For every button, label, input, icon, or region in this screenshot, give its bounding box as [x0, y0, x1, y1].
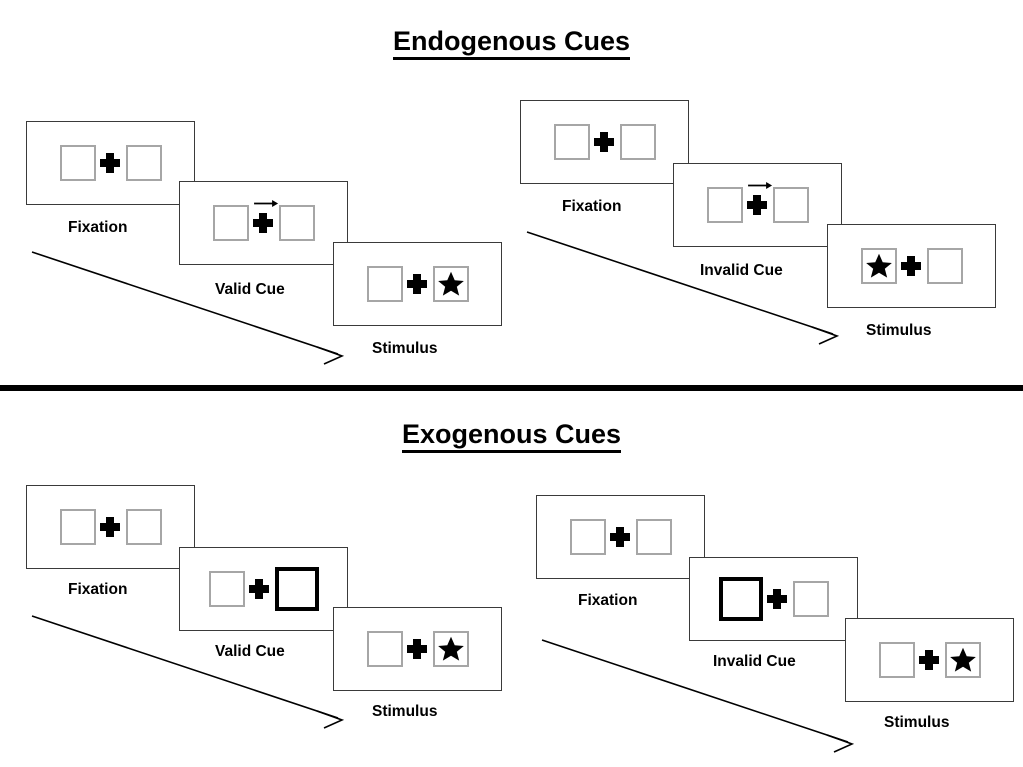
- star-icon: [865, 253, 892, 278]
- flow-arrow-endogenous-valid: [31, 251, 345, 365]
- plus-icon: [590, 130, 620, 154]
- square-left-cued: [718, 577, 763, 621]
- plus-icon: [763, 587, 793, 611]
- star-icon: [437, 636, 464, 661]
- arrow-right-icon: [253, 200, 278, 207]
- caption-exogenous-valid-cue: Valid Cue: [215, 643, 285, 660]
- panel-endogenous-invalid-cue[interactable]: [673, 163, 842, 247]
- caption-endogenous-invalid-fixation: Fixation: [562, 198, 622, 215]
- panel-exogenous-invalid-cue[interactable]: [689, 557, 858, 641]
- plus-icon: [96, 515, 126, 539]
- caption-endogenous-valid-stimulus: Stimulus: [372, 340, 438, 357]
- panel-endogenous-valid-stimulus[interactable]: [333, 242, 502, 326]
- panel-endogenous-invalid-stimulus[interactable]: [827, 224, 996, 308]
- caption-exogenous-invalid-stimulus: Stimulus: [884, 714, 950, 731]
- section-title-exogenous-text: Exogenous Cues: [401, 419, 622, 453]
- square-right: [278, 205, 315, 241]
- section-title-endogenous-text: Endogenous Cues: [392, 26, 630, 60]
- square-right: [944, 642, 981, 678]
- star-icon: [437, 271, 464, 296]
- caption-endogenous-invalid-stimulus: Stimulus: [866, 322, 932, 339]
- square-right: [432, 266, 469, 302]
- plus-icon: [915, 648, 945, 672]
- square-right-cued: [274, 567, 319, 611]
- square-left: [59, 145, 96, 181]
- square-left: [878, 642, 915, 678]
- square-right: [926, 248, 963, 284]
- flow-arrow-exogenous-invalid: [541, 639, 855, 753]
- square-right: [125, 145, 162, 181]
- square-left: [212, 205, 249, 241]
- square-right: [772, 187, 809, 223]
- flow-arrow-endogenous-invalid: [526, 231, 840, 345]
- plus-icon: [606, 525, 636, 549]
- caption-endogenous-invalid-cue: Invalid Cue: [700, 262, 783, 279]
- caption-exogenous-valid-stimulus: Stimulus: [372, 703, 438, 720]
- plus-icon: [245, 577, 275, 601]
- panel-content: [212, 200, 315, 241]
- panel-endogenous-valid-fixation[interactable]: [26, 121, 195, 205]
- panel-content: [59, 509, 162, 545]
- panel-endogenous-invalid-fixation[interactable]: [520, 100, 689, 184]
- panel-content: [208, 567, 319, 611]
- flow-arrow-exogenous-valid: [31, 615, 345, 729]
- section-title-exogenous: Exogenous Cues: [0, 419, 1023, 453]
- panel-content: [860, 248, 963, 284]
- square-right: [432, 631, 469, 667]
- panel-exogenous-valid-cue[interactable]: [179, 547, 348, 631]
- caption-exogenous-invalid-fixation: Fixation: [578, 592, 638, 609]
- section-divider: [0, 385, 1023, 391]
- square-left: [860, 248, 897, 284]
- square-left: [208, 571, 245, 607]
- caption-endogenous-valid-fixation: Fixation: [68, 219, 128, 236]
- square-right: [619, 124, 656, 160]
- panel-exogenous-invalid-fixation[interactable]: [536, 495, 705, 579]
- panel-exogenous-valid-fixation[interactable]: [26, 485, 195, 569]
- caption-exogenous-valid-fixation: Fixation: [68, 581, 128, 598]
- plus-icon: [897, 254, 927, 278]
- square-left: [706, 187, 743, 223]
- square-left: [366, 631, 403, 667]
- caption-exogenous-invalid-cue: Invalid Cue: [713, 653, 796, 670]
- square-left: [59, 509, 96, 545]
- plus-icon: [403, 637, 433, 661]
- square-right: [635, 519, 672, 555]
- panel-content: [878, 642, 981, 678]
- panel-exogenous-invalid-stimulus[interactable]: [845, 618, 1014, 702]
- panel-content: [706, 182, 809, 223]
- section-title-endogenous: Endogenous Cues: [0, 26, 1023, 60]
- square-left: [553, 124, 590, 160]
- star-icon: [949, 647, 976, 672]
- panel-content: [366, 266, 469, 302]
- plus-icon: [743, 182, 773, 217]
- plus-icon: [403, 272, 433, 296]
- panel-content: [718, 577, 829, 621]
- panel-endogenous-valid-cue[interactable]: [179, 181, 348, 265]
- square-right: [792, 581, 829, 617]
- arrow-right-icon: [747, 182, 772, 189]
- caption-endogenous-valid-cue: Valid Cue: [215, 281, 285, 298]
- panel-content: [366, 631, 469, 667]
- panel-content: [59, 145, 162, 181]
- panel-exogenous-valid-stimulus[interactable]: [333, 607, 502, 691]
- panel-content: [569, 519, 672, 555]
- square-left: [366, 266, 403, 302]
- plus-icon: [249, 200, 279, 235]
- square-left: [569, 519, 606, 555]
- plus-icon: [96, 151, 126, 175]
- panel-content: [553, 124, 656, 160]
- square-right: [125, 509, 162, 545]
